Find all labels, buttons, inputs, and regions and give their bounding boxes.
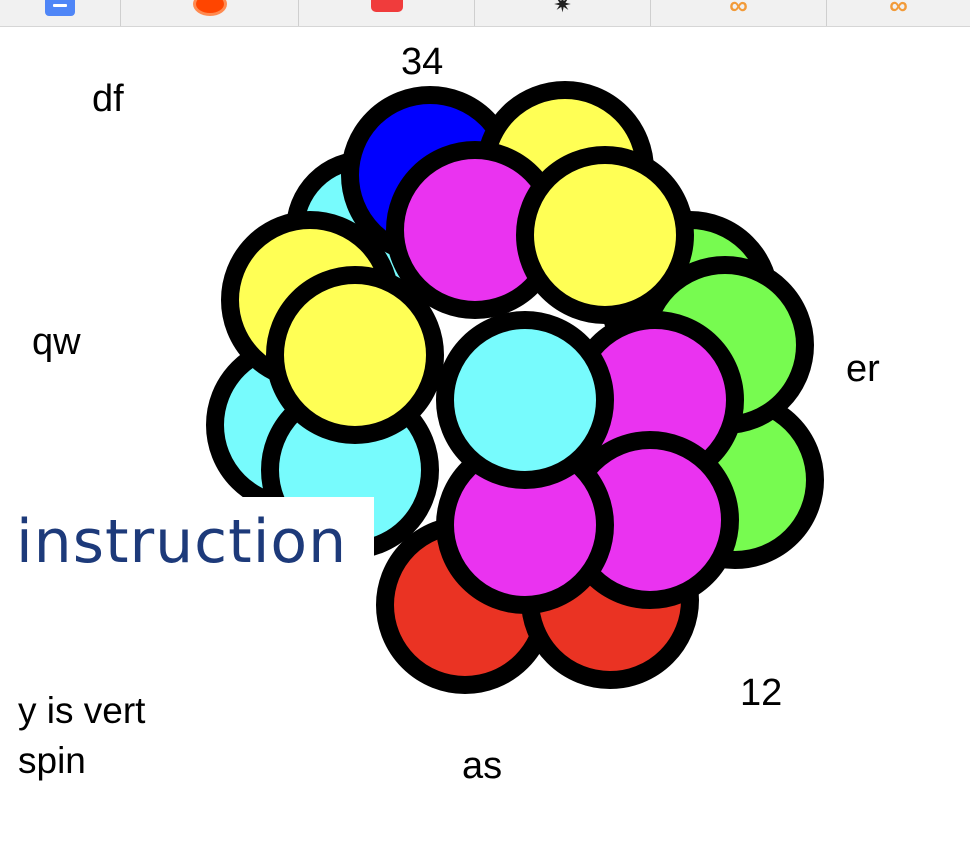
bookmark-reddit[interactable] xyxy=(121,0,299,26)
bookmark-infinity-1[interactable]: ∞ xyxy=(651,0,827,26)
instruction-line-2: spin xyxy=(18,740,86,781)
instruction-panel xyxy=(0,497,374,627)
instruction-title: instruction xyxy=(16,507,348,577)
label-right: er xyxy=(846,348,880,390)
yellow-ball xyxy=(516,146,694,324)
bookmark-docs[interactable] xyxy=(0,0,121,26)
label-left: qw xyxy=(32,321,81,363)
docs-icon xyxy=(45,0,75,16)
label-bottom-right: 12 xyxy=(740,672,783,714)
reddit-icon xyxy=(192,0,227,16)
bookmark-youtube[interactable] xyxy=(299,0,475,26)
compass-star-icon: ✷ xyxy=(553,0,572,17)
youtube-icon xyxy=(370,0,403,12)
label-top: 34 xyxy=(401,41,444,83)
instruction-line-1: y is vert xyxy=(18,690,146,731)
instruction-text: y is vert spin xyxy=(18,686,145,786)
infinity-icon: ∞ xyxy=(729,0,748,20)
infinity-icon: ∞ xyxy=(889,0,908,20)
bookmark-compass[interactable]: ✷ xyxy=(475,0,651,26)
label-top-left: df xyxy=(92,78,124,120)
bookmark-infinity-2[interactable]: ∞ xyxy=(827,0,970,26)
cyan-ball xyxy=(436,311,614,489)
bookmarks-bar: ✷ ∞ ∞ xyxy=(0,0,970,27)
label-bottom: as xyxy=(462,745,503,787)
yellow-ball xyxy=(266,266,444,444)
